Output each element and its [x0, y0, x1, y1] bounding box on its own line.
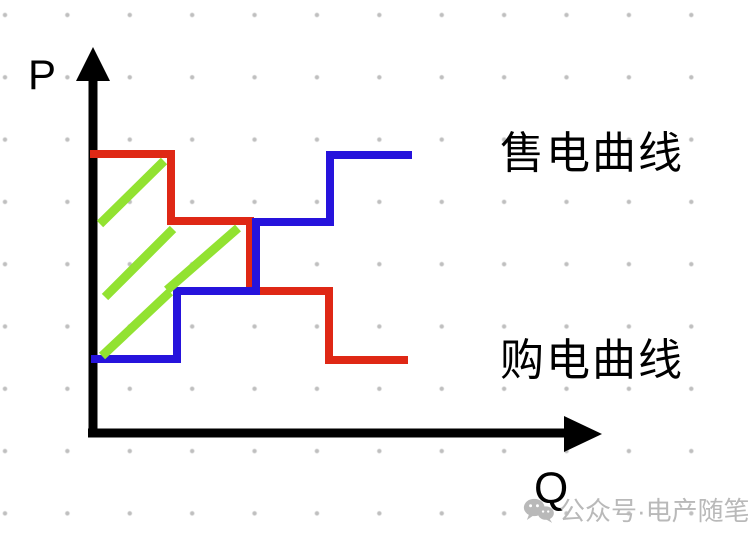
buy-curve: [90, 150, 408, 364]
watermark-text: 公众号·电产随笔: [559, 495, 748, 526]
wechat-icon: [523, 497, 554, 524]
y-axis-label-p: P: [28, 51, 57, 98]
cleared-area-hatch: [98, 288, 174, 360]
cleared-area-hatch: [164, 224, 241, 294]
sell-curve-label: 售电曲线: [500, 129, 684, 178]
x-axis-arrowhead: [564, 416, 602, 452]
buy-curve-label: 购电曲线: [500, 336, 684, 385]
cleared-area-hatch: [101, 225, 177, 301]
watermark: 公众号·电产随笔: [523, 497, 748, 524]
y-axis-arrowhead: [76, 47, 110, 81]
sell-curve: [91, 151, 412, 363]
cleared-area-hatch: [96, 157, 168, 228]
